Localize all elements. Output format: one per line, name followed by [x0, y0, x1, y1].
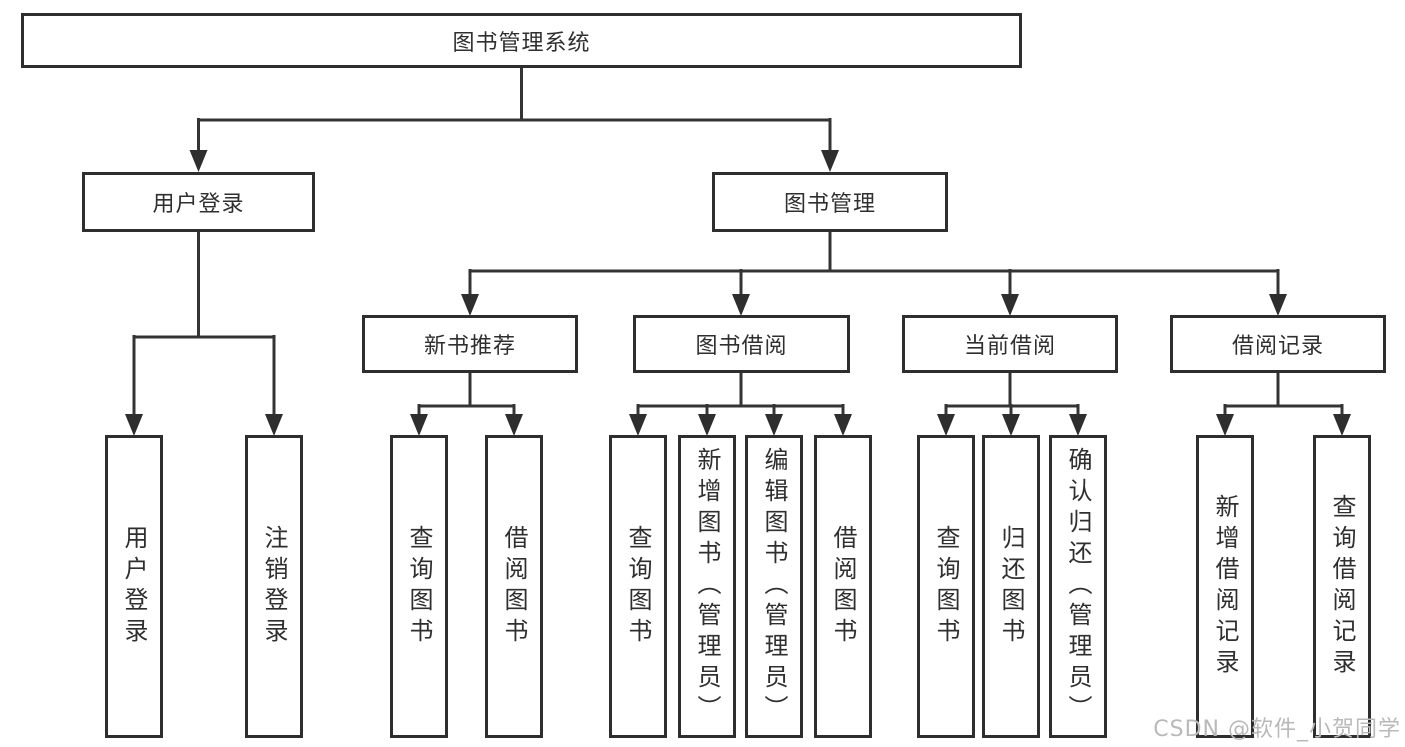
node-book-management: 图书管理 [712, 172, 948, 232]
leaf-rec-borrow-books: 借阅图书 [485, 435, 543, 738]
leaf-cb-return-books: 归还图书 [982, 435, 1040, 738]
node-book-borrowing: 图书借阅 [633, 315, 850, 373]
leaf-cb-confirm-return-admin: 确认归还（管理员） [1049, 435, 1107, 738]
leaf-logout: 注销登录 [245, 435, 303, 738]
leaf-br-query-record: 查询借阅记录 [1313, 435, 1371, 738]
leaf-bb-edit-books-admin: 编辑图书（管理员） [745, 435, 803, 738]
node-new-book-recommendation: 新书推荐 [362, 315, 578, 373]
leaf-bb-add-books-admin: 新增图书（管理员） [678, 435, 736, 738]
csdn-watermark: CSDN @软件_小贺同学 [1153, 717, 1401, 742]
leaf-bb-query-books: 查询图书 [609, 435, 667, 738]
leaf-br-add-record: 新增借阅记录 [1196, 435, 1254, 738]
leaf-cb-query-books: 查询图书 [917, 435, 975, 738]
node-borrowing-records: 借阅记录 [1170, 315, 1386, 373]
node-library-management-system: 图书管理系统 [21, 13, 1022, 68]
leaf-user-login: 用户登录 [105, 435, 163, 738]
leaf-bb-borrow-books: 借阅图书 [814, 435, 872, 738]
leaf-rec-query-books: 查询图书 [390, 435, 448, 738]
node-current-borrowing: 当前借阅 [902, 315, 1118, 373]
node-user-login: 用户登录 [82, 172, 315, 232]
